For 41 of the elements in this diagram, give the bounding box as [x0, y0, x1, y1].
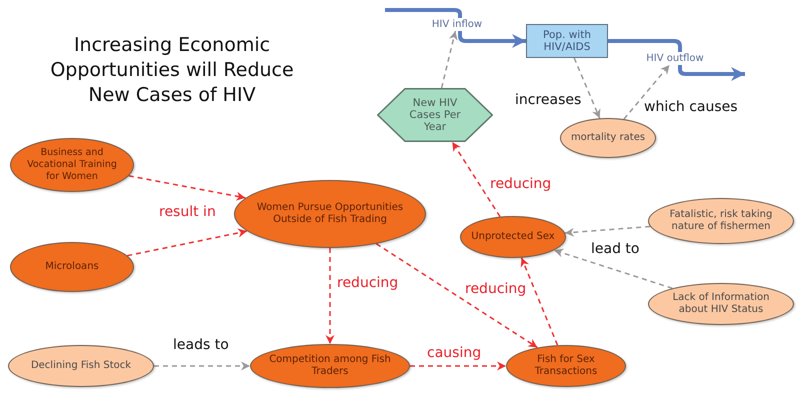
edge-label: reducing — [336, 275, 400, 292]
dashed-arrow — [520, 257, 558, 346]
node-label: Declining Fish Stock — [30, 360, 132, 372]
concept-ellipse — [560, 118, 656, 158]
flow-pipe — [385, 8, 462, 18]
flow-pipe-arrow — [458, 31, 526, 48]
node-label: Unprotected Sex — [471, 231, 555, 243]
dashed-arrow — [376, 243, 538, 348]
flow-label: HIV outflow — [642, 52, 708, 65]
edge-label: causing — [426, 345, 482, 362]
node-label: Competition among Fish Traders — [268, 354, 392, 378]
node-label: Fatalistic, risk taking nature of fishermen — [668, 209, 774, 233]
dashed-arrow — [564, 226, 650, 237]
node-label: Women Pursue Opportunities Outside of Fish Trading — [256, 202, 404, 226]
concept-ellipse — [10, 242, 134, 292]
node-label: Pop. with HIV/AIDS — [542, 29, 592, 53]
stock-box — [526, 24, 608, 58]
flow-pipe — [608, 39, 682, 52]
flow-label: HIV inflow — [428, 18, 486, 31]
dashed-arrow — [574, 58, 600, 119]
dashed-arrow — [410, 362, 506, 370]
edge-label: reducing — [489, 176, 552, 193]
node-label: Microloans — [45, 261, 99, 273]
node-label: Business and Vocational Training for Women — [26, 147, 118, 183]
node-label: New HIV Cases Per Year — [408, 97, 462, 133]
dashed-arrow — [127, 228, 248, 256]
concept-ellipse — [460, 216, 566, 258]
edge-label: reducing — [464, 281, 528, 298]
flow-pipe-arrow — [678, 65, 745, 81]
dashed-arrow — [623, 64, 670, 120]
title: Increasing Economic Opportunities will Reduce New Cases of HIV — [49, 33, 295, 108]
node-label: Lack of Information about HIV Status — [672, 292, 770, 316]
dashed-arrow — [554, 248, 673, 290]
dashed-arrow — [452, 142, 501, 217]
hexagon-node — [377, 88, 493, 142]
node-label: mortality rates — [570, 132, 646, 144]
dashed-arrow — [154, 362, 250, 370]
dashed-arrow — [326, 248, 334, 344]
dashed-arrow — [128, 175, 246, 201]
node-label: Fish for Sex Transactions — [534, 354, 598, 378]
dashed-arrow — [440, 30, 458, 88]
